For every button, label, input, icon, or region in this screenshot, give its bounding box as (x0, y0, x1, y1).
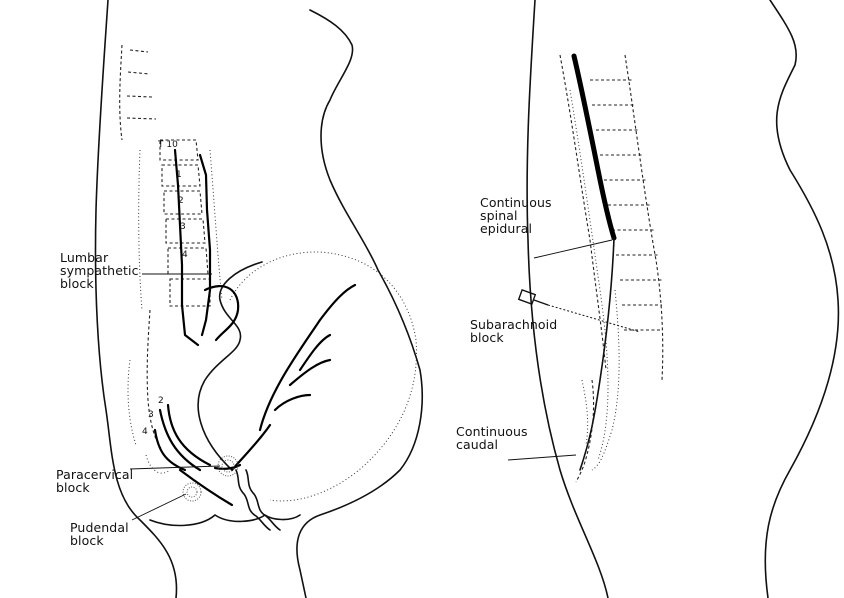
label-continuous-spinal-epidural: Continuous spinal epidural (480, 196, 552, 235)
caudal-leader (508, 455, 576, 460)
vertebra-l1: 1 (176, 170, 182, 180)
vertebra-l4: 4 (182, 250, 188, 260)
right-back-outline (527, 0, 608, 598)
right-front-outline (765, 0, 838, 598)
epidural-catheter-tube (580, 238, 614, 470)
vertebra-t10: T 10 (158, 140, 178, 150)
left-abdomen-outline (297, 10, 422, 598)
label-pudendal-block: Pudendal block (70, 521, 129, 547)
right-vertebrae (560, 55, 663, 470)
sacral-s3: 3 (148, 410, 154, 420)
uterus-inner-curve (198, 262, 262, 470)
label-continuous-caudal: Continuous caudal (456, 425, 528, 451)
left-back-outline (95, 0, 176, 598)
epidural-catheter (574, 56, 614, 238)
paracervical-leader (130, 466, 220, 469)
pelvic-floor (150, 515, 300, 525)
vertebra-l3: 3 (180, 222, 186, 232)
pudendal-injection-site (183, 483, 201, 501)
epidural-leader (534, 240, 612, 258)
label-paracervical-block: Paracervical block (56, 468, 133, 494)
label-subarachnoid-block: Subarachnoid block (470, 318, 557, 344)
sacral-s2: 2 (158, 396, 164, 406)
label-lumbar-sympathetic-block: Lumbar sympathetic block (60, 251, 139, 290)
sacral-nerves (155, 405, 240, 505)
sacral-s4: 4 (142, 427, 148, 437)
vertebra-l2: 2 (178, 196, 184, 206)
uterine-nerve-branches (232, 285, 355, 470)
pudendal-leader (132, 494, 186, 520)
